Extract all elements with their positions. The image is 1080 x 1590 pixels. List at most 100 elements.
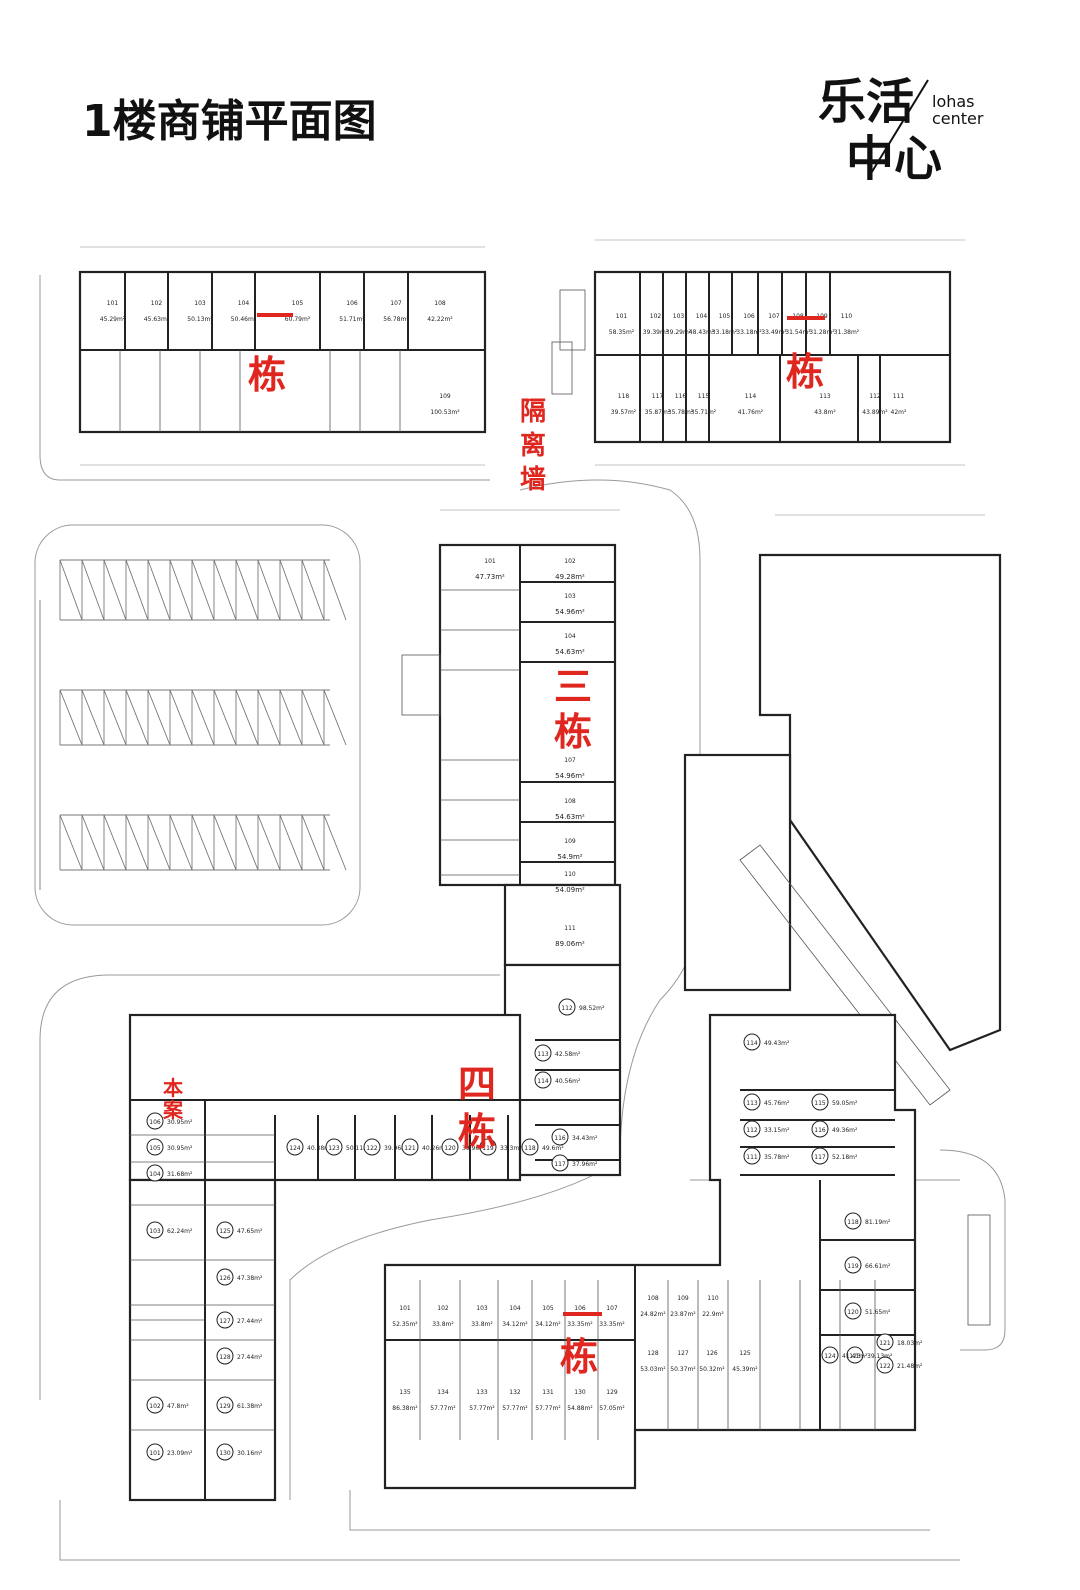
- unit-area: 54.88m²: [567, 1405, 593, 1412]
- unit-number: 125: [739, 1350, 751, 1357]
- unit-badge: [743, 1093, 761, 1111]
- unit-area: 40.38m²: [307, 1145, 333, 1152]
- unit-area: 42.22m²: [427, 316, 453, 323]
- unit-number: 133: [476, 1389, 488, 1396]
- unit-badge: [811, 1093, 829, 1111]
- unit-number: 103: [564, 593, 576, 600]
- unit-area: 41.76m²: [738, 409, 764, 416]
- logo: 乐活 中心 lohas center: [818, 74, 984, 187]
- unit-area: 57.77m²: [535, 1405, 561, 1412]
- unit-number: 121: [404, 1145, 416, 1152]
- unit-area: 39.39m²: [643, 329, 669, 336]
- unit-area: 33.15m²: [764, 1127, 790, 1134]
- unit-area: 43.8m²: [814, 409, 836, 416]
- unit-badge: [325, 1138, 343, 1156]
- unit-area: 35.78m²: [668, 409, 694, 416]
- logo-cn-top: 乐活: [818, 74, 914, 130]
- unit-number: 110: [707, 1295, 719, 1302]
- unit-area: 31.28m²: [809, 329, 835, 336]
- unit-badge: [363, 1138, 381, 1156]
- unit-area: 50.11m²: [346, 1145, 372, 1152]
- unit-number: 107: [564, 757, 576, 764]
- unit-number: 111: [564, 925, 576, 932]
- unit-area: 56.78m²: [383, 316, 409, 323]
- unit-badge: [216, 1347, 234, 1365]
- unit-badge: [146, 1138, 164, 1156]
- unit-badge: [146, 1221, 164, 1239]
- unit-area: 60.79m²: [285, 316, 311, 323]
- unit-badge: [479, 1138, 497, 1156]
- unit-area: 42m²: [891, 409, 907, 416]
- unit-badge: [844, 1302, 862, 1320]
- unit-area: 54.63m²: [555, 813, 585, 821]
- unit-area: 31.38m²: [834, 329, 860, 336]
- label-building-3-b: 栋: [554, 710, 592, 754]
- unit-area: 33.35m²: [599, 1321, 625, 1328]
- unit-area: 21.48m²: [897, 1363, 923, 1370]
- unit-area: 86.38m²: [392, 1405, 418, 1412]
- unit-number: 102: [149, 1403, 161, 1410]
- unit-area: 22.9m²: [702, 1311, 724, 1318]
- unit-number: 126: [706, 1350, 718, 1357]
- unit-number: 104: [564, 633, 576, 640]
- unit-area: 23.87m²: [670, 1311, 696, 1318]
- unit-area: 89.06m²: [555, 940, 585, 948]
- page-title: 1楼商铺平面图: [82, 96, 377, 147]
- building-2: 10158.35m²10239.39m²10339.29m²10448.43m²…: [551, 239, 965, 466]
- unit-number: 124: [289, 1145, 301, 1152]
- unit-number: 101: [399, 1305, 411, 1312]
- unit-area: 49.36m²: [832, 1127, 858, 1134]
- unit-number: 111: [893, 393, 905, 400]
- unit-number: 125: [219, 1228, 231, 1235]
- unit-number: 130: [219, 1450, 231, 1457]
- unit-area: 54.96m²: [555, 772, 585, 780]
- unit-number: 123: [328, 1145, 340, 1152]
- unit-badge: [216, 1221, 234, 1239]
- label-wall: 隔: [520, 397, 546, 427]
- label-this-case-2: 案: [162, 1098, 184, 1122]
- unit-number: 103: [149, 1228, 161, 1235]
- unit-badge: [286, 1138, 304, 1156]
- unit-area: 40.56m²: [555, 1078, 581, 1085]
- unit-number: 109: [564, 838, 576, 845]
- unit-area: 24.82m²: [640, 1311, 666, 1318]
- unit-area: 54.96m²: [555, 608, 585, 616]
- unit-badge: [534, 1071, 552, 1089]
- unit-number: 113: [819, 393, 831, 400]
- unit-number: 107: [606, 1305, 618, 1312]
- unit-area: 33.3m²: [500, 1145, 522, 1152]
- unit-badge: [146, 1112, 164, 1130]
- unit-number: 102: [564, 558, 576, 565]
- unit-number: 117: [814, 1154, 826, 1161]
- unit-area: 57.77m²: [469, 1405, 495, 1412]
- unit-area: 37.96m²: [572, 1161, 598, 1168]
- unit-number: 103: [476, 1305, 488, 1312]
- unit-badge: [401, 1138, 419, 1156]
- unit-area: 33.8m²: [432, 1321, 454, 1328]
- unit-number: 121: [879, 1340, 891, 1347]
- unit-number: 102: [151, 300, 163, 307]
- unit-number: 122: [879, 1363, 891, 1370]
- label-building-2: 栋: [786, 350, 824, 394]
- unit-number: 110: [841, 313, 853, 320]
- unit-area: 33.18m²: [712, 329, 738, 336]
- unit-number: 119: [482, 1145, 494, 1152]
- unit-number: 102: [650, 313, 662, 320]
- unit-number: 105: [149, 1145, 161, 1152]
- unit-number: 103: [673, 313, 685, 320]
- unit-area: 39.13m²: [867, 1353, 893, 1360]
- unit-number: 134: [437, 1389, 449, 1396]
- unit-number: 106: [743, 313, 755, 320]
- logo-en-1: lohas: [932, 92, 975, 111]
- unit-number: 105: [719, 313, 731, 320]
- unit-area: 47.73m²: [475, 573, 505, 581]
- unit-area: 39.96m²: [384, 1145, 410, 1152]
- unit-area: 35.87m²: [645, 409, 671, 416]
- unit-area: 34.12m²: [535, 1321, 561, 1328]
- unit-number: 108: [434, 300, 446, 307]
- unit-area: 35.78m²: [764, 1154, 790, 1161]
- unit-number: 104: [696, 313, 708, 320]
- unit-area: 59.05m²: [832, 1100, 858, 1107]
